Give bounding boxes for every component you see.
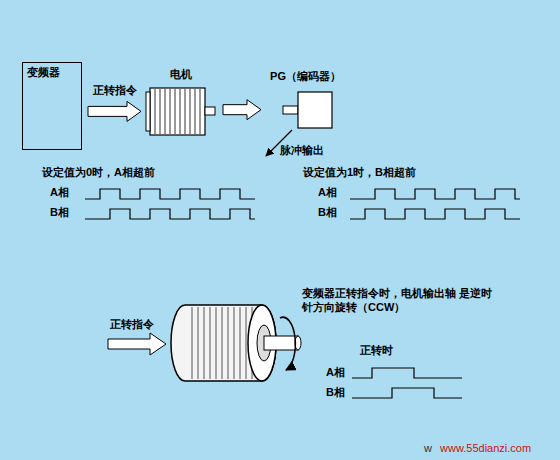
- signal-name: A相: [318, 186, 337, 200]
- fin-stroke: [228, 307, 229, 379]
- node-label: 电机: [145, 68, 217, 81]
- inverter-box: 变频器: [22, 62, 82, 150]
- fin-stroke: [195, 89, 196, 134]
- motor-end: [146, 92, 150, 131]
- fin-stroke: [222, 307, 223, 379]
- fin-stroke: [170, 89, 171, 134]
- fin-stroke: [180, 89, 181, 134]
- note-text: 变频器正转指令时，电机输出轴 是逆时针方向旋转（CCW）: [302, 287, 498, 315]
- callout-text: 脉冲输出: [280, 144, 324, 158]
- pulse-wave: [350, 209, 520, 219]
- fin-stroke: [234, 307, 235, 379]
- fin-stroke: [160, 89, 161, 134]
- signal-name: A相: [50, 186, 69, 200]
- state-label: 正转时: [360, 344, 393, 358]
- fin-stroke: [210, 307, 211, 379]
- fin-stroke: [175, 89, 176, 134]
- command-label: 正转指令: [110, 318, 154, 332]
- node-label: 变频器: [27, 66, 77, 79]
- watermark: w: [424, 442, 432, 456]
- motor-shaft: [205, 107, 215, 115]
- rotation-arrow: [280, 317, 295, 370]
- pulse-wave: [350, 189, 520, 199]
- edge-label: 正转指令: [91, 84, 139, 97]
- fin-stroke: [190, 89, 191, 134]
- motor-drawing: [146, 88, 215, 135]
- signal-name: B相: [318, 206, 337, 220]
- block-arrow: [223, 100, 261, 120]
- fin-stroke: [192, 307, 193, 379]
- motor-drawing: [171, 305, 301, 381]
- motor-body: [171, 305, 276, 381]
- pulse-wave: [352, 388, 462, 398]
- signal-name: B相: [326, 386, 345, 400]
- command-arrow: [108, 333, 166, 355]
- node-label: PG（编码器）: [265, 70, 346, 83]
- pulse-waveforms: [85, 189, 520, 398]
- phase-note: 设定值为0时，A相超前: [42, 166, 155, 180]
- watermark: www.55dianzi.com: [440, 442, 531, 456]
- fin-stroke: [216, 307, 217, 379]
- fin-stroke: [246, 307, 247, 379]
- block-arrow: [88, 101, 141, 121]
- phase-note: 设定值为1时，B相超前: [303, 166, 416, 180]
- pulse-wave: [85, 189, 255, 199]
- fin-stroke: [185, 89, 186, 134]
- motor-node: 电机: [145, 68, 217, 138]
- signal-name: B相: [50, 206, 69, 220]
- pulse-wave: [352, 368, 462, 378]
- motor-fins: [192, 307, 252, 379]
- pulse-wave: [85, 209, 255, 219]
- fin-stroke: [204, 307, 205, 379]
- encoder-shaft: [283, 106, 298, 114]
- fin-stroke: [200, 89, 201, 134]
- fin-stroke: [165, 89, 166, 134]
- motor-body: [150, 88, 205, 135]
- fin-stroke: [155, 89, 156, 134]
- encoder-node: PG（编码器）: [265, 70, 346, 134]
- fin-stroke: [198, 307, 199, 379]
- fin-stroke: [240, 307, 241, 379]
- signal-name: A相: [326, 366, 345, 380]
- motor-shaft: [264, 336, 298, 350]
- encoder-body: [298, 92, 332, 128]
